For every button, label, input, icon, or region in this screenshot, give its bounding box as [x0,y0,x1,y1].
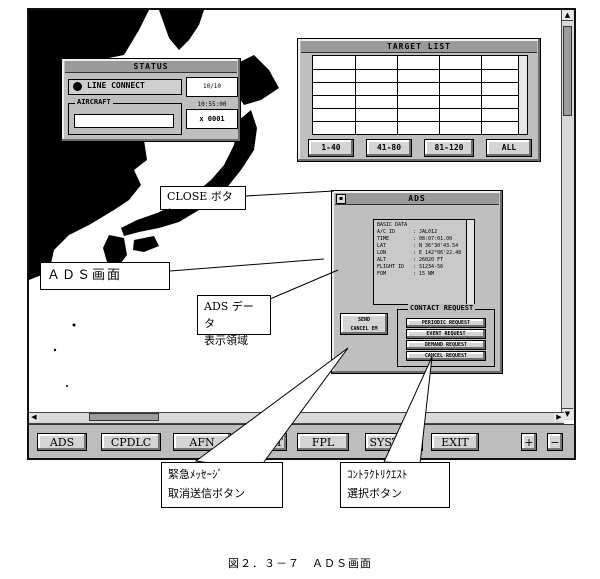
horizontal-scroll-thumb[interactable] [89,413,159,421]
all-targets-button[interactable]: ALL [486,139,532,157]
aircraft-counter: x 0001 [186,109,238,129]
horizontal-scrollbar[interactable]: ◀ ▶ [29,412,564,424]
callout-contract-line2: 選択ボタン [347,487,402,500]
figure-caption: 図２．３－７ ＡＤＳ画面 [228,557,372,570]
range-1-40-button[interactable]: 1-40 [308,139,354,157]
contact-request-label: CONTACT REQUEST [408,304,476,312]
kyushu-island [103,235,127,268]
zoom-in-button[interactable]: + [521,433,537,451]
ads-data-row: A/C ID: JAL012 [377,229,438,235]
line-connect-indicator: LINE CONNECT [68,79,182,95]
fpl-button[interactable]: FPL [297,433,349,451]
scroll-up-icon[interactable]: ▲ [562,10,573,21]
north-landmass [159,10,204,50]
close-button[interactable]: ▪ [336,194,346,204]
callout-ads-screen: ＡＤＳ画面 [40,262,170,290]
ads-data-row: FLIGHT ID: S1234-56 [377,264,444,270]
ads-data-row: LON: E 142°06'22.48 [377,250,462,256]
callout-emergency-line2: 取消送信ボタン [168,487,245,500]
send-cancel-em-button[interactable]: SEND CANCEL EM [340,313,388,335]
island-dot [66,385,68,387]
ads-data-row: FOM: 15 NM [377,271,435,277]
hokkaido-island [234,55,279,105]
ads-button[interactable]: ADS [37,433,87,451]
afn-button[interactable]: AFN [173,433,231,451]
range-81-120-button[interactable]: 81-120 [424,139,474,157]
target-list-grid[interactable] [312,55,528,135]
status-window: STATUS LINE CONNECT 10/10 10:55:00 AIRCR… [61,58,241,142]
ads-window: ADS ▪ BASIC DATA A/C ID: JAL012 TIME: 08… [331,190,503,374]
scroll-down-icon[interactable]: ▼ [562,408,573,419]
line-connect-label: LINE CONNECT [87,81,145,90]
cpdlc-button[interactable]: CPDLC [101,433,161,451]
callout-contract-request: ｺﾝﾄﾗｸﾄﾘｸｴｽﾄ 選択ボタン [340,462,450,508]
ads-data-row: BASIC DATA [377,222,408,228]
bottom-toolbar: ADS CPDLC AFN INPUT FPL SYSTEM EXIT + − [29,424,574,458]
periodic-request-button[interactable]: PERIODIC REQUEST [406,318,486,328]
aircraft-label: AIRCRAFT [75,98,113,106]
ads-data-scrollbar[interactable] [466,220,474,304]
range-41-80-button[interactable]: 41-80 [366,139,412,157]
callout-ads-data-line2: 表示領域 [204,334,248,347]
ads-data-display: BASIC DATA A/C ID: JAL012 TIME: 08:07:01… [373,219,475,305]
send-cancel-label-line2: CANCEL EM [350,326,378,332]
vertical-scrollbar[interactable]: ▲ ▼ [561,10,574,420]
zoom-out-button[interactable]: − [547,433,563,451]
exit-button[interactable]: EXIT [431,433,479,451]
system-button[interactable]: SYSTEM [365,433,423,451]
ads-data-row: ALT: 26020 FT [377,257,444,263]
callout-close-button: CLOSE ボタン [160,186,246,219]
datetime-display: 10/10 10:55:00 [186,77,238,108]
target-list-window: TARGET LIST 1-40 41-80 81-120 ALL [297,38,541,162]
aircraft-input[interactable] [74,114,174,128]
honshu-island [121,110,257,236]
korea-peninsula [34,155,84,232]
island-dot [53,348,57,352]
screen-frame: ▲ ▼ ◀ ▶ STATUS LINE CONNECT 10/10 10:55:… [27,8,576,460]
scroll-right-icon[interactable]: ▶ [554,413,564,421]
scroll-left-icon[interactable]: ◀ [29,413,39,421]
target-list-scrollbar[interactable] [518,56,527,134]
callout-ads-data-line1: ADS データ [204,300,254,330]
callout-emergency-cancel: 緊急ﾒｯｾｰｼﾞ 取消送信ボタン [161,462,283,508]
demand-request-button[interactable]: DEMAND REQUEST [406,340,486,350]
send-cancel-label-line1: SEND [357,317,371,323]
event-request-button[interactable]: EVENT REQUEST [406,329,486,339]
callout-emergency-line1: 緊急ﾒｯｾｰｼﾞ [168,468,223,481]
shikoku-island [133,236,159,252]
island-dot [72,323,76,327]
close-icon[interactable]: ▪ [338,195,344,202]
target-list-title: TARGET LIST [301,41,537,53]
status-window-title: STATUS [65,61,237,73]
cancel-request-button[interactable]: CANCEL REQUEST [406,351,486,361]
connection-led-icon [73,82,82,91]
ads-data-row: TIME: 08:07:01.00 [377,236,453,242]
vertical-scroll-thumb[interactable] [563,26,572,116]
aircraft-group: AIRCRAFT [68,98,182,135]
callout-contract-line1: ｺﾝﾄﾗｸﾄﾘｸｴｽﾄ [347,468,408,481]
callout-ads-data-area: ADS データ 表示領域 [197,295,271,347]
ads-data-row: LAT: N 36°30'43.54 [377,243,459,249]
input-button[interactable]: INPUT [241,433,287,451]
ads-window-title: ADS [335,193,499,205]
contact-request-group: CONTACT REQUEST PERIODIC REQUEST EVENT R… [397,304,495,367]
